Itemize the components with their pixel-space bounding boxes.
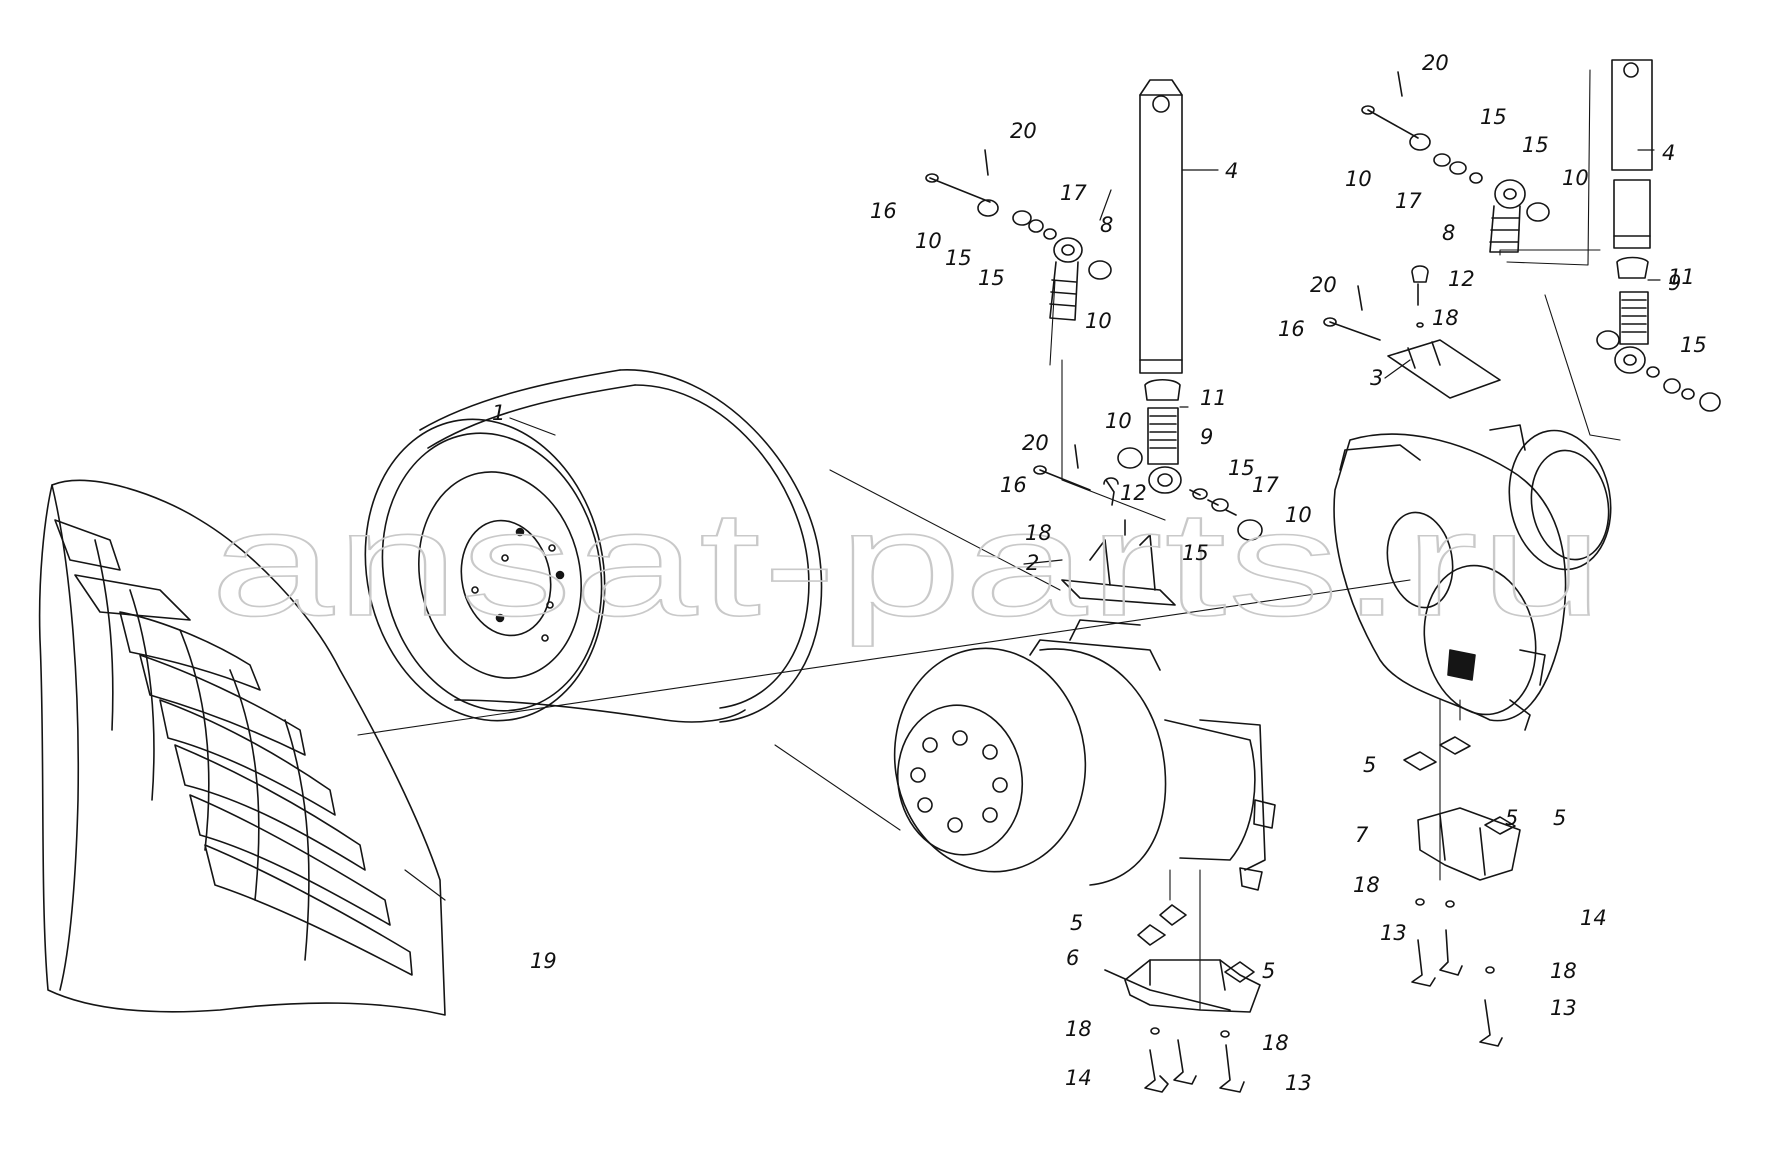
- callout-6: 6: [1066, 946, 1079, 970]
- callout-20c: 20: [1310, 273, 1337, 297]
- callout-18b: 18: [1432, 306, 1459, 330]
- callout-13a: 13: [1380, 921, 1407, 945]
- watermark-text: ansat-parts.ru: [210, 479, 1605, 647]
- callout-5e: 5: [1505, 806, 1518, 830]
- callout-18d: 18: [1550, 959, 1577, 983]
- callout-20a: 20: [1010, 119, 1037, 143]
- assembly-lines: [358, 70, 1620, 1010]
- callout-15g: 15: [1680, 333, 1707, 357]
- upper-right-link: [1362, 72, 1549, 252]
- callout-18e: 18: [1065, 1017, 1092, 1041]
- callout-15c: 15: [1228, 456, 1255, 480]
- callout-20d: 20: [1422, 51, 1449, 75]
- callout-17b: 17: [1252, 473, 1279, 497]
- wheel-rim: [338, 370, 822, 743]
- callout-18f: 18: [1262, 1031, 1289, 1055]
- lower-right-bracket: [1404, 737, 1520, 1046]
- callout-1: 1: [492, 401, 505, 425]
- callout-12a: 12: [1120, 481, 1147, 505]
- leader-lines: [405, 150, 1660, 900]
- strut-right: [1612, 60, 1652, 373]
- callout-3: 3: [1370, 366, 1383, 390]
- callout-10b: 10: [1085, 309, 1112, 333]
- callout-15a: 15: [945, 246, 972, 270]
- callout-17a: 17: [1060, 181, 1087, 205]
- callout-5b: 5: [1553, 806, 1566, 830]
- callout-13b: 13: [1550, 996, 1577, 1020]
- middle-right-hardware: [1324, 266, 1720, 411]
- tire: [40, 480, 445, 1015]
- callout-15e: 15: [1480, 105, 1507, 129]
- callout-14a: 14: [1580, 906, 1607, 930]
- callout-10d: 10: [1285, 503, 1312, 527]
- callout-8b: 8: [1442, 221, 1455, 245]
- upper-left-link: [926, 150, 1111, 320]
- callout-2: 2: [1026, 551, 1039, 575]
- callout-16b: 16: [1000, 473, 1027, 497]
- callout-10a: 10: [915, 229, 942, 253]
- callout-10f: 10: [1562, 166, 1589, 190]
- callout-16c: 16: [1278, 317, 1305, 341]
- callout-9a: 9: [1200, 425, 1213, 449]
- callout-14b: 14: [1065, 1066, 1092, 1090]
- callout-9b: 9: [1668, 271, 1681, 295]
- callout-5d: 5: [1262, 959, 1275, 983]
- callout-18c: 18: [1353, 873, 1380, 897]
- callout-4b: 4: [1662, 141, 1675, 165]
- callout-10e: 10: [1345, 167, 1372, 191]
- lower-left-bracket: [1105, 905, 1260, 1092]
- callout-18a: 18: [1025, 521, 1052, 545]
- callout-11b: 11: [1668, 265, 1695, 289]
- middle-left-hardware: [1034, 445, 1262, 605]
- callout-4a: 4: [1225, 159, 1238, 183]
- callout-10c: 10: [1105, 409, 1132, 433]
- callout-15d: 15: [1182, 541, 1209, 565]
- right-final-drive: [1334, 422, 1621, 730]
- callout-17c: 17: [1395, 189, 1422, 213]
- callout-13c: 13: [1285, 1071, 1312, 1095]
- callout-20b: 20: [1022, 431, 1049, 455]
- callout-19: 19: [530, 949, 557, 973]
- callout-12b: 12: [1448, 267, 1475, 291]
- strut-left: [1140, 80, 1182, 493]
- callout-8a: 8: [1100, 213, 1113, 237]
- callout-16a: 16: [870, 199, 897, 223]
- callout-5c: 5: [1070, 911, 1083, 935]
- callout-5a: 5: [1363, 753, 1376, 777]
- left-final-drive: [880, 620, 1275, 890]
- callout-15b: 15: [978, 266, 1005, 290]
- callout-labels: 1 2 3 4 4 5 5 5 5 5 6 7 8 8 9 9 10 10 10…: [492, 51, 1707, 1095]
- callout-11a: 11: [1200, 386, 1227, 410]
- callout-7: 7: [1355, 823, 1369, 847]
- callout-15f: 15: [1522, 133, 1549, 157]
